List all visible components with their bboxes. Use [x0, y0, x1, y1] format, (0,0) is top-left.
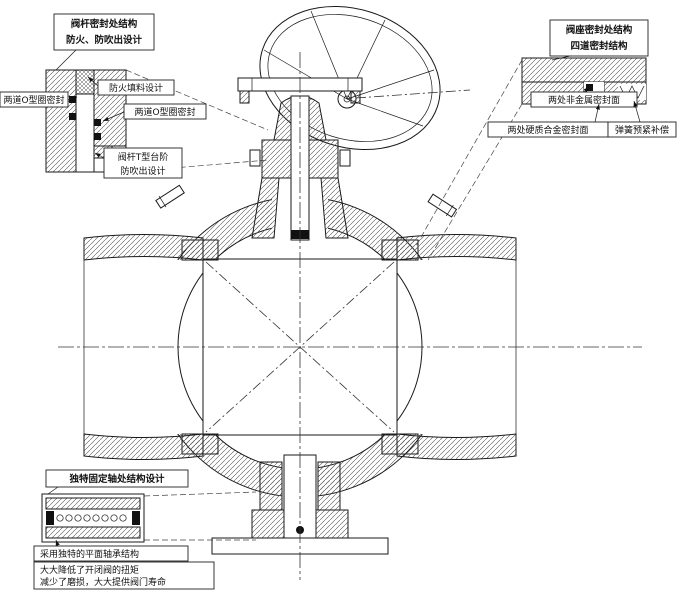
leader-arrow [594, 103, 600, 123]
callout-hard-alloy-seal: 两处硬质合金密封面 [487, 103, 609, 138]
o-ring-seal [94, 119, 101, 126]
oring-right-label: 两道O型圈密封 [134, 106, 195, 118]
leader-line [47, 486, 59, 495]
callout-t-step: 阀杆T型台阶 防吹出设计 [94, 147, 183, 179]
plate-bolt-left [239, 90, 250, 104]
seat-seal-title-line2: 四道密封结构 [570, 40, 628, 52]
trunnion-housing-right [317, 461, 341, 511]
bearing-balls [56, 514, 127, 522]
callout-box [33, 545, 189, 562]
callout-stem-seal-title: 阀杆密封处结构 防火、防吹出设计 [53, 13, 155, 71]
callout-spring-preload: 弹簧预紧补偿 [607, 100, 677, 138]
vent-fitting-left [155, 184, 185, 209]
vent-fitting-left-body [155, 184, 185, 209]
bearing-end-seal-right [132, 511, 140, 525]
callout-shaft-notes: 大大降低了开闭阀的扭矩 减少了磨损，大大提供阀门寿命 [33, 561, 215, 590]
t-step-label-line2: 防吹出设计 [120, 165, 165, 177]
detail-projection-line [143, 491, 257, 497]
callout-box [607, 121, 677, 138]
seat-seal-detail-inset [415, 57, 647, 261]
callout-seat-seal-title: 阀座密封处结构 四道密封结构 [549, 19, 649, 61]
stem-detail-left-block [45, 69, 77, 173]
neck-wall-right [320, 177, 349, 239]
fixed-shaft-title: 独特固定轴处结构设计 [68, 473, 165, 485]
t-step-label-line1: 阀杆T型台阶 [118, 151, 169, 163]
leader-arrow [94, 152, 105, 159]
stem-seal-title-line2: 防火、防吹出设计 [66, 34, 143, 46]
handwheel-hub-center [343, 95, 351, 103]
handwheel-axis-centerline [355, 89, 471, 99]
nonmetal-seal-label: 两处非金属密封面 [548, 94, 620, 106]
callout-box [53, 13, 155, 51]
callout-box [123, 103, 207, 120]
callout-box [97, 79, 175, 96]
shaft-note-line1: 大大降低了开闭阀的扭矩 [40, 564, 139, 576]
callout-fire-packing: 防火填料设计 [87, 76, 175, 96]
seat-detail-upper-block [521, 57, 647, 83]
seat-seal-title-line1: 阀座密封处结构 [566, 24, 633, 36]
vent-fitting-right [427, 193, 458, 218]
vent-fitting-right-body [427, 193, 458, 218]
callout-box [0, 91, 69, 108]
vent-fitting-left-cap [158, 195, 167, 208]
stem-seal-title-line1: 阀杆密封处结构 [71, 18, 138, 30]
leader-arrow [583, 86, 590, 93]
detail-projection-line [125, 69, 269, 131]
bearing-top-race [45, 497, 141, 510]
leader-line [551, 55, 571, 61]
bearing-end-seal-left [46, 511, 54, 525]
spring-preload-label: 弹簧预紧补偿 [615, 124, 669, 136]
left-pipe-bottom-wall [83, 433, 204, 460]
oring-left-label: 两道O型圈密封 [3, 94, 64, 106]
right-pipe [396, 234, 517, 460]
bonnet-bolt-right [339, 149, 351, 167]
o-ring-seal [94, 133, 101, 140]
neck-wall-left [251, 177, 280, 239]
callout-box [33, 561, 215, 590]
callout-fixed-shaft-title: 独特固定轴处结构设计 [45, 469, 189, 495]
bonnet-bolt-left [249, 149, 261, 167]
fire-packing-detail [75, 69, 95, 95]
bearing-bottom-race [45, 526, 141, 539]
callout-flat-bearing: 采用独特的平面轴承结构 [33, 539, 189, 562]
hard-alloy-seal-label: 两处硬质合金密封面 [507, 124, 588, 136]
nonmetal-seal-face [586, 84, 593, 91]
callout-oring-left: 两道O型圈密封 [0, 91, 78, 108]
leader-arrow [102, 111, 125, 122]
handwheel-rim-inner [267, 14, 433, 142]
o-ring-seal [69, 113, 76, 120]
vent-fitting-right-cap [445, 204, 454, 217]
callout-box [549, 19, 649, 57]
trunnion-housing-left [259, 461, 283, 511]
right-pipe-top-wall [396, 234, 517, 261]
diagonal-centerline-2 [205, 261, 395, 433]
callout-nonmetal-seal: 两处非金属密封面 [530, 86, 638, 108]
plate-bolt-right [350, 90, 361, 104]
leader-arrow [55, 539, 60, 547]
left-pipe-top-wall [83, 234, 204, 261]
leader-arrow [87, 76, 99, 87]
callout-box [103, 147, 183, 179]
callout-oring-right: 两道O型圈密封 [102, 103, 207, 122]
right-pipe-bottom-wall [396, 433, 517, 460]
callout-box [45, 469, 189, 488]
shaft-note-line2: 减少了磨损，大大提供阀门寿命 [40, 576, 166, 588]
fire-packing-label: 防火填料设计 [109, 82, 163, 94]
centerlines [58, 52, 642, 580]
leader-line [55, 49, 77, 71]
leader-arrow [633, 100, 641, 123]
flat-bearing-label: 采用独特的平面轴承结构 [40, 548, 139, 560]
left-pipe [83, 234, 204, 460]
leader-arrow [67, 96, 78, 101]
fixed-shaft-detail-inset [41, 491, 257, 543]
